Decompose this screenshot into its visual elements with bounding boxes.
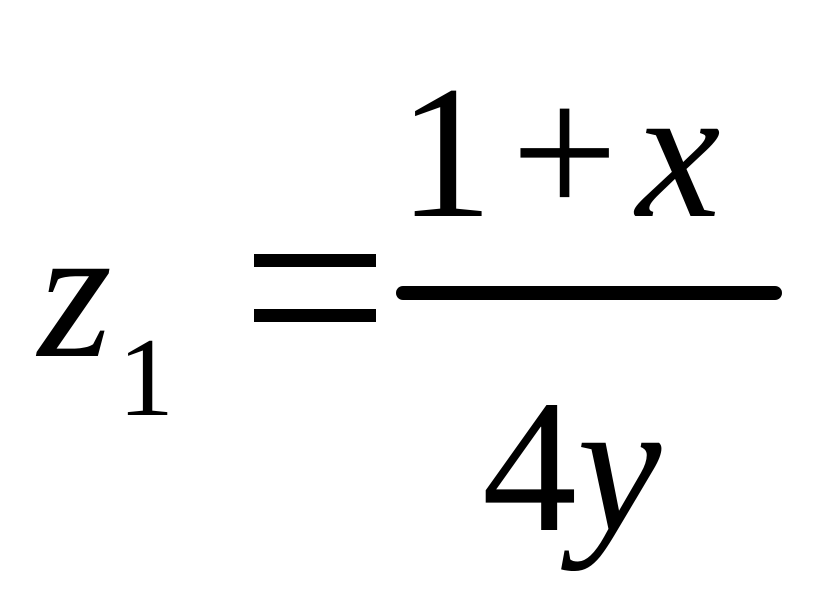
numerator-term-one: 1 — [398, 48, 493, 258]
plus-sign: + — [511, 48, 619, 258]
fraction-bar — [396, 286, 782, 300]
fraction-denominator: 4y — [482, 372, 661, 562]
lhs-variable: z — [38, 188, 112, 398]
denominator-coefficient: 4 — [482, 362, 577, 572]
fraction-numerator: 1+x — [398, 58, 721, 248]
equals-bar-bottom — [254, 309, 376, 322]
lhs-subscript: 1 — [118, 316, 174, 440]
numerator-variable-x: x — [636, 48, 721, 258]
equals-sign — [254, 254, 376, 324]
denominator-variable-y: y — [577, 362, 662, 572]
equals-bar-top — [254, 254, 376, 267]
